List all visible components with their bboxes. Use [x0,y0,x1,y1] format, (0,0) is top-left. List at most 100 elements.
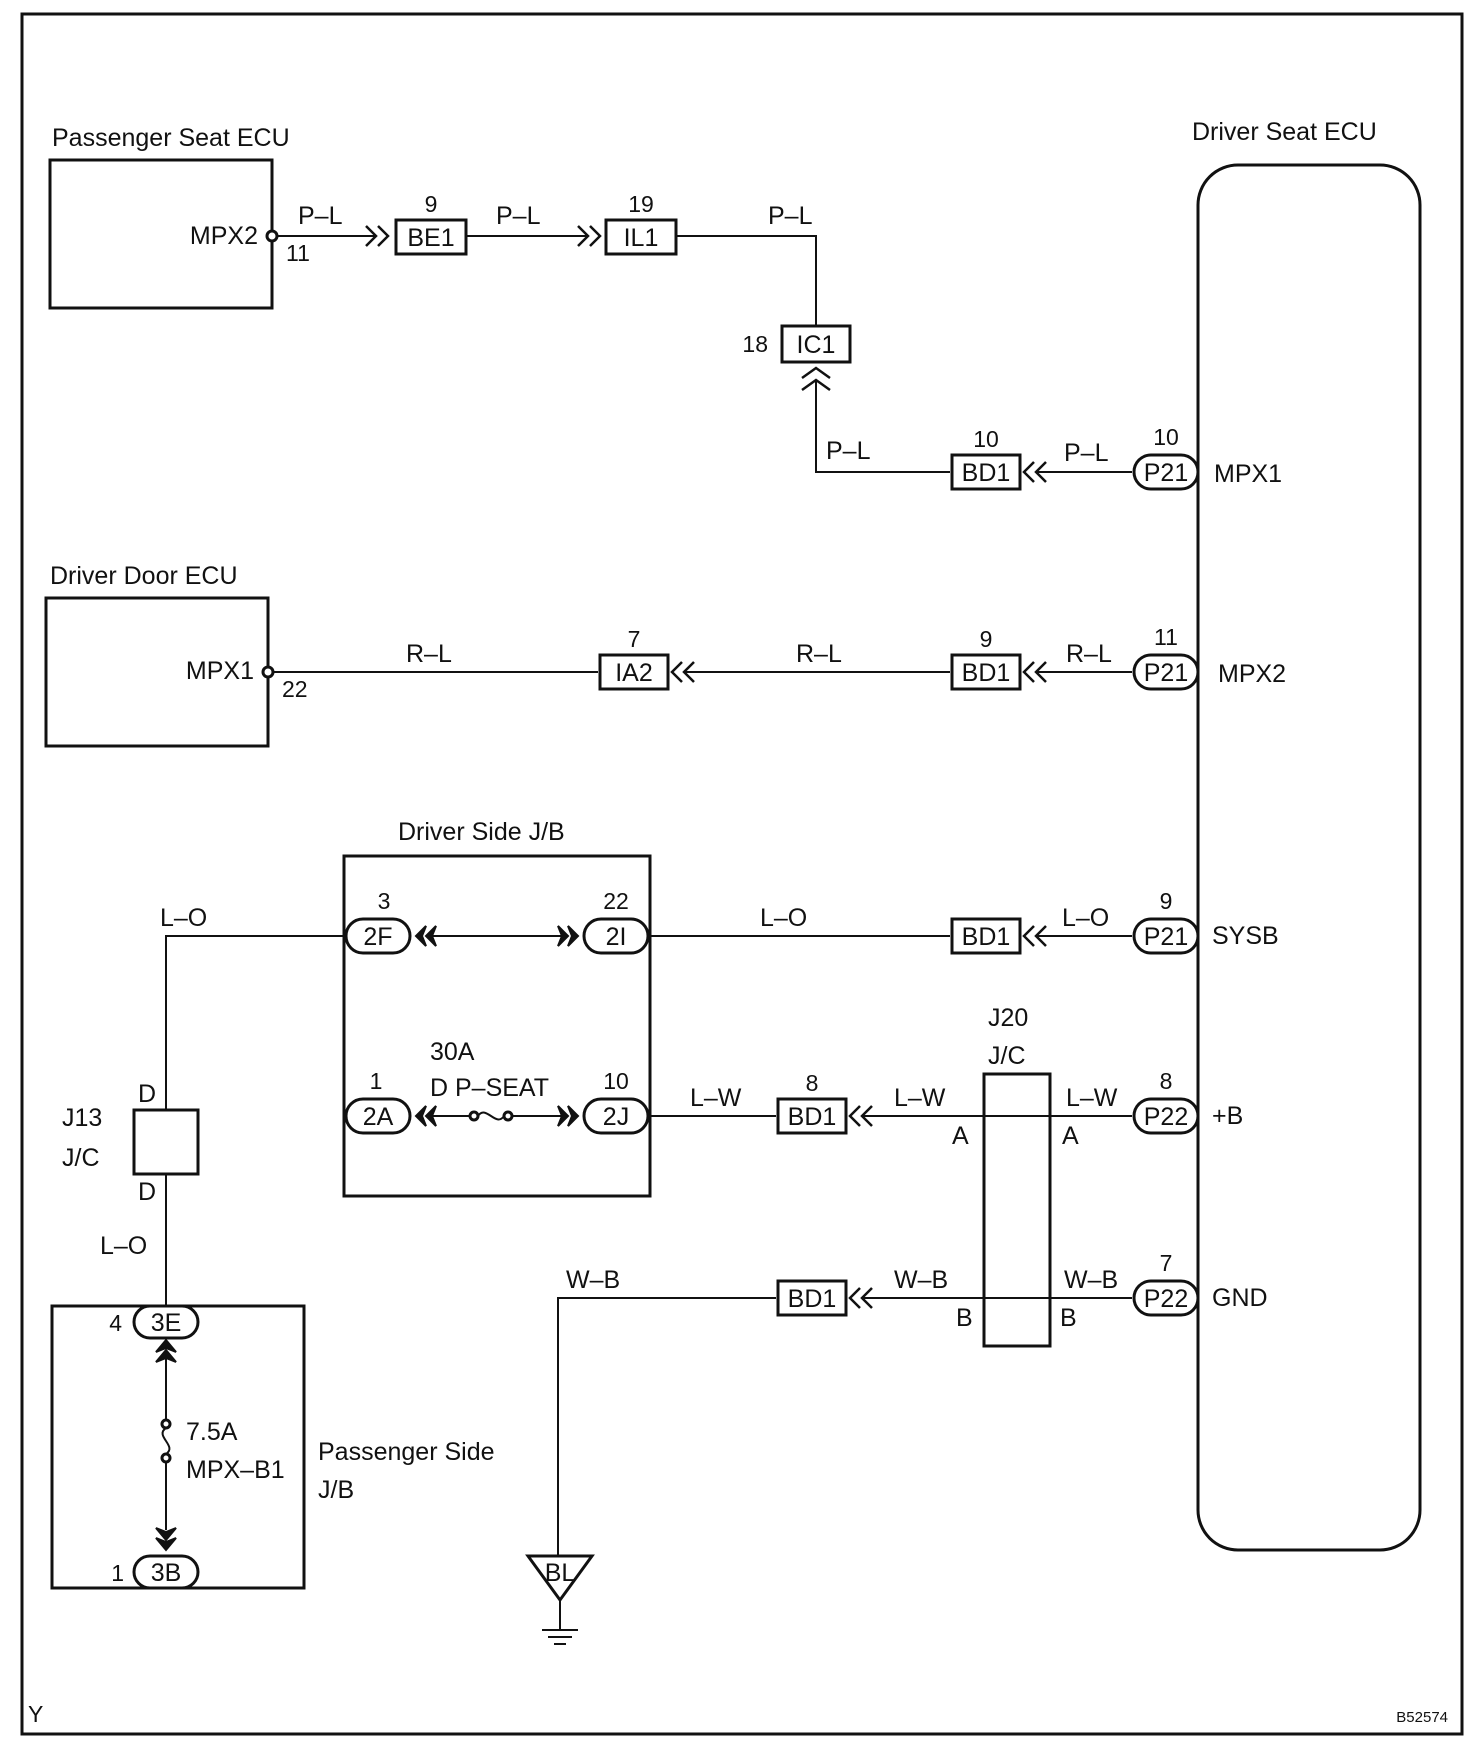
connector-p21-mpx1-label: P21 [1144,459,1188,487]
ground-label: BL [545,1559,576,1587]
connector-bd1-mpx2 [950,653,1022,691]
driver-door-ecu: Driver Door ECU MPX1 22 [44,562,308,748]
driver-seat-ecu-box [1196,163,1422,1552]
j13-box [132,1108,200,1176]
connector-p22-gnd-pin: 7 [1160,1250,1173,1276]
passenger-side-jb-fuse-rating: 7.5A [186,1418,238,1446]
wire-sysb-lo: L–O BD1 L–O P21 9 [648,888,1200,955]
connector-2f-pin: 3 [378,888,391,914]
wire-label-wb-3: W–B [1064,1266,1118,1294]
wire-mpx2-pl: P–L BE1 9 P–L IL1 19 P–L IC1 18 P–L BD1 … [277,191,1200,491]
wire-lo-left: L–O J13 J/C D D L–O [62,904,346,1306]
j20-pin-b-left: B [956,1304,973,1332]
driver-side-jb-fuse-name: D P–SEAT [430,1074,549,1102]
footer-figure-id: B52574 [1396,1709,1448,1726]
connector-p22-b-pin: 8 [1160,1068,1173,1094]
j20-box [982,1072,1052,1348]
connector-ic1-label: IC1 [797,331,836,359]
connector-p22-gnd [1132,1279,1200,1317]
connector-ic1-pin: 18 [742,331,768,357]
connector-2f-label: 2F [363,923,392,951]
connector-ia2-label: IA2 [615,659,653,687]
connector-be1-pin: 9 [425,191,438,217]
wire-b-lw: L–W BD1 8 L–W L–W P22 8 [648,1068,1200,1135]
driver-door-ecu-terminal [261,665,275,679]
connector-2i-label: 2I [606,923,627,951]
driver-side-jb-title: Driver Side J/B [398,818,565,846]
wire-label-wb-2: W–B [894,1266,948,1294]
ground-triangle [525,1554,595,1603]
connector-p21-mpx2-label: P21 [1144,659,1188,687]
passenger-side-jb-box [50,1304,306,1590]
passenger-side-jb: Passenger Side J/B 3E 4 7.5A MPX–B1 3B 1 [50,1304,495,1590]
j20-name: J20 [988,1004,1028,1032]
connector-bd1-mpx1-pin: 10 [973,426,999,452]
driver-seat-ecu-title: Driver Seat ECU [1192,118,1377,146]
wire-gnd-wb: W–B BD1 W–B W–B P22 7 [557,1250,1200,1556]
passenger-seat-ecu-pin-name: MPX2 [190,222,258,250]
driver-door-ecu-pin-no: 22 [282,676,308,702]
fuse-p-seat-icon [477,1111,505,1121]
wire-label-pl-1: P–L [298,202,343,230]
driver-seat-ecu-pin-sysb: SYSB [1212,922,1279,950]
connector-p21-mpx2 [1132,653,1200,691]
wire-label-lo-2: L–O [760,904,807,932]
wire-label-lo-1: L–O [160,904,207,932]
wire-label-lw-2: L–W [894,1084,946,1112]
j13-pin-bottom: D [138,1178,156,1206]
connector-bd1-mpx1-label: BD1 [962,459,1011,487]
connector-p21-sysb-pin: 9 [1160,888,1173,914]
driver-seat-ecu-pin-mpx2: MPX2 [1218,660,1286,688]
footer-left-code: Y [28,1701,43,1727]
connector-p21-mpx2-pin: 11 [1154,624,1178,650]
fuse-mpx-b1-icon [161,1427,171,1455]
j20-pin-b-right: B [1060,1304,1077,1332]
passenger-seat-ecu: Passenger Seat ECU MPX2 11 [48,124,310,310]
driver-side-jb-fuse-rating: 30A [430,1038,475,1066]
wire-label-rl-2: R–L [796,640,842,668]
connector-3e-label: 3E [151,1309,182,1337]
connector-il1-label: IL1 [624,224,659,252]
wire-label-lw-1: L–W [690,1084,742,1112]
connector-bd1-mpx2-pin: 9 [980,626,993,652]
wire-label-wb-1: W–B [566,1266,620,1294]
passenger-side-jb-fuse-name: MPX–B1 [186,1456,285,1484]
connector-ic1 [780,324,852,364]
wire-label-lw-3: L–W [1066,1084,1118,1112]
driver-seat-ecu-pin-mpx1: MPX1 [1214,460,1282,488]
driver-door-ecu-title: Driver Door ECU [50,562,238,590]
j13-type: J/C [62,1144,100,1172]
j13-pin-top: D [138,1080,156,1108]
driver-seat-ecu-pin-gnd: GND [1212,1284,1268,1312]
connector-bd1-sysb [950,917,1022,955]
connector-p22-gnd-label: P22 [1144,1285,1188,1313]
driver-door-ecu-pin-name: MPX1 [186,657,254,685]
connector-2a-pin: 1 [370,1068,383,1094]
wire-label-pl-4: P–L [826,437,871,465]
wire-label-pl-3: P–L [768,202,813,230]
connector-3b-pin: 1 [111,1560,124,1586]
connector-p21-sysb [1132,917,1200,955]
connector-ia2 [598,653,670,691]
connector-bd1-b [776,1097,848,1135]
connector-p21-sysb-label: P21 [1144,923,1188,951]
ground-point: BL [525,1554,595,1645]
j20-pin-a-right: A [1062,1122,1079,1150]
passenger-seat-ecu-title: Passenger Seat ECU [52,124,290,152]
connector-3b [132,1554,200,1590]
connector-bd1-b-pin: 8 [806,1070,819,1096]
passenger-seat-ecu-terminal [265,229,279,243]
connector-2a [344,1097,412,1135]
connector-2j-pin: 10 [603,1068,629,1094]
connector-2i-pin: 22 [603,888,629,914]
wire-label-rl-1: R–L [406,640,452,668]
passenger-side-jb-title-2: J/B [318,1476,354,1504]
wire-label-pl-2: P–L [496,202,541,230]
connector-bd1-b-label: BD1 [788,1103,837,1131]
connector-p22-b-label: P22 [1144,1103,1188,1131]
wire-label-lo-3: L–O [1062,904,1109,932]
connector-bd1-gnd-label: BD1 [788,1285,837,1313]
passenger-side-jb-title-1: Passenger Side [318,1438,495,1466]
wire-label-rl-3: R–L [1066,640,1112,668]
